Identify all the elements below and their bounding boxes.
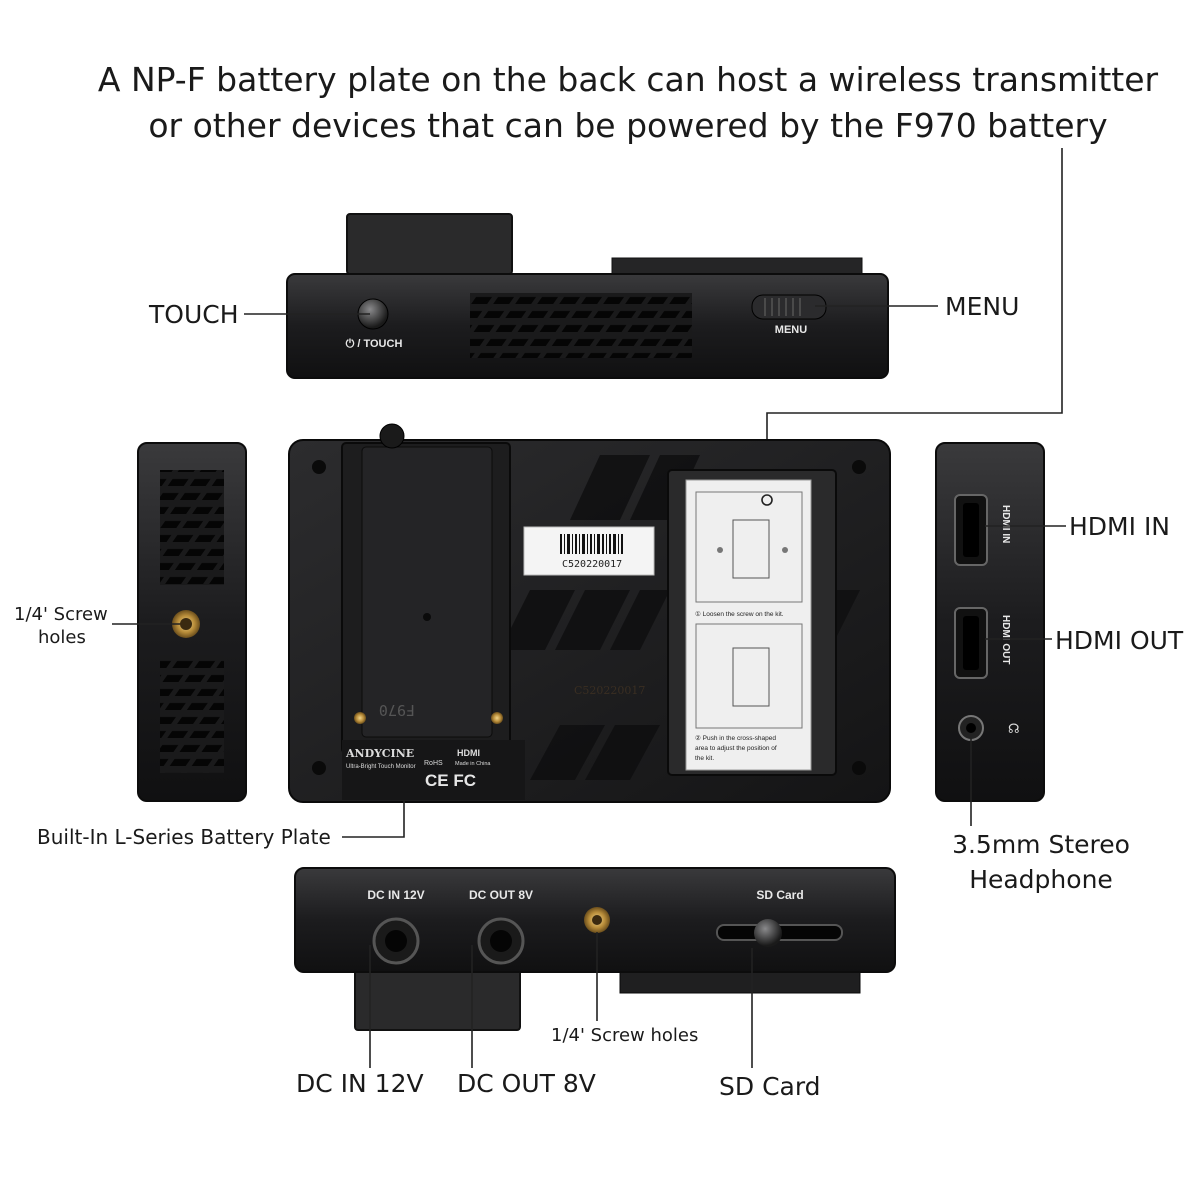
menu-jog-wheel[interactable] (751, 294, 827, 320)
callout-dc-in: DC IN 12V (296, 1069, 424, 1098)
top-vent (470, 293, 692, 358)
brand-label (342, 740, 525, 800)
callout-touch: TOUCH (148, 300, 239, 329)
sd-card-device-label: SD Card (756, 888, 803, 902)
callout-menu: MENU (945, 292, 1019, 321)
callout-hdmi-in: HDMI IN (1069, 512, 1170, 541)
callout-battery-plate: Built-In L-Series Battery Plate (37, 825, 331, 849)
callout-screw-side-2: holes (38, 627, 86, 648)
brand-sub: Ultra-Bright Touch Monitor (346, 764, 416, 770)
left-vent-upper (160, 470, 224, 585)
barcode-sticker (523, 526, 655, 576)
callout-headphone-1: 3.5mm Stereo (952, 830, 1130, 859)
instruction-2b: area to adjust the position of (695, 745, 777, 752)
power-touch-label: ⏻ / TOUCH (346, 337, 403, 350)
brand-name: ANDYCINE (345, 747, 414, 760)
back-view: F970 ANDYCINE Ultra-Bright Touch Monitor… (288, 423, 891, 803)
instruction-2a: ② Push in the cross-shaped (695, 734, 776, 742)
made-in-label: Made in China (455, 761, 491, 767)
headphone-icon: ☊ (1008, 722, 1020, 737)
hdmi-in-device-label: HDMI IN (1000, 505, 1011, 543)
serial-sticker: C520220017 (562, 559, 622, 570)
dc-out-device-label: DC OUT 8V (469, 888, 533, 902)
instruction-2c: the kit. (695, 755, 714, 762)
callout-screw-side-1: 1/4' Screw (14, 604, 108, 625)
instruction-1: ① Loosen the screw on the kit. (695, 610, 784, 618)
battery-model: F970 (379, 701, 415, 719)
right-housing (935, 442, 1045, 802)
menu-device-label: MENU (775, 324, 807, 336)
callout-screw-bottom: 1/4' Screw holes (551, 1025, 698, 1046)
hdmi-logo: HDMI (457, 748, 480, 758)
serial-engraved: C520220017 (574, 684, 645, 697)
headline-line2: or other devices that can be powered by … (148, 106, 1107, 145)
rohs-mark: RoHS (424, 760, 443, 767)
headline-line1: A NP-F battery plate on the back can hos… (98, 60, 1159, 99)
ce-fc-mark: CE FC (425, 771, 476, 790)
right-side-view: HDMI IN HDMI OUT ☊ (935, 442, 1045, 802)
left-screw-thread (180, 618, 192, 630)
battery-block-top (346, 213, 513, 275)
callout-dc-out: DC OUT 8V (457, 1069, 596, 1098)
left-side-view (137, 442, 247, 802)
leader-battery-plate (342, 801, 405, 838)
dc-in-device-label: DC IN 12V (367, 888, 424, 902)
instruction-card (685, 479, 812, 771)
callout-hdmi-out: HDMI OUT (1055, 626, 1184, 655)
bottom-battery-block (354, 967, 521, 1031)
bottom-view: DC IN 12V DC OUT 8V SD Card (294, 867, 896, 1031)
top-view: ⏻ / TOUCH MENU (286, 213, 889, 379)
left-vent-lower (160, 655, 224, 773)
callout-sd-card: SD Card (719, 1072, 821, 1101)
callout-headphone-2: Headphone (969, 865, 1113, 894)
